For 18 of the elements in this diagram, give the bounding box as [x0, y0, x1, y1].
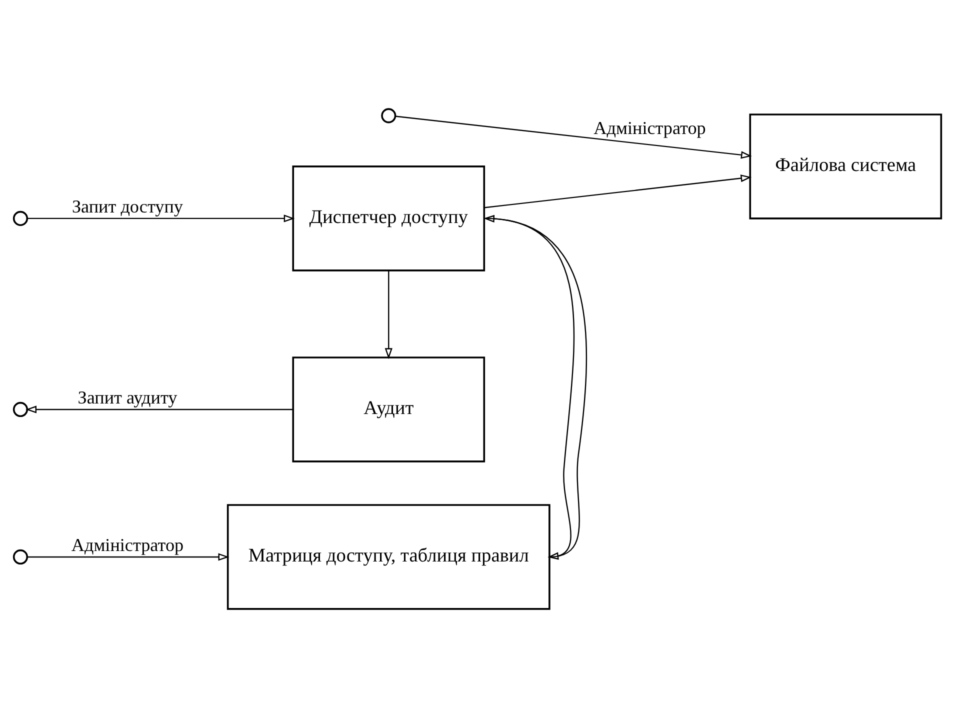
node-circle — [12, 548, 28, 564]
arrow — [394, 115, 752, 158]
node-box: Матриця доступу, таблиця правил — [226, 504, 550, 610]
arrow — [484, 174, 752, 208]
edge-label: Адміністратор — [593, 117, 706, 138]
edge-label: Адміністратор — [70, 534, 184, 554]
node-box: Аудит — [292, 356, 485, 462]
arrow — [26, 214, 294, 222]
node-circle — [12, 401, 28, 417]
node-box: Диспетчер доступу — [292, 165, 485, 271]
node-circle — [12, 210, 28, 226]
node-box: Файлова система — [748, 113, 942, 219]
arrow — [25, 405, 292, 413]
edge-label: Запит доступу — [71, 196, 182, 216]
arrow — [26, 552, 229, 560]
node-circle — [380, 108, 396, 123]
arrow — [384, 270, 392, 359]
edge-label: Запит аудиту — [77, 386, 177, 407]
